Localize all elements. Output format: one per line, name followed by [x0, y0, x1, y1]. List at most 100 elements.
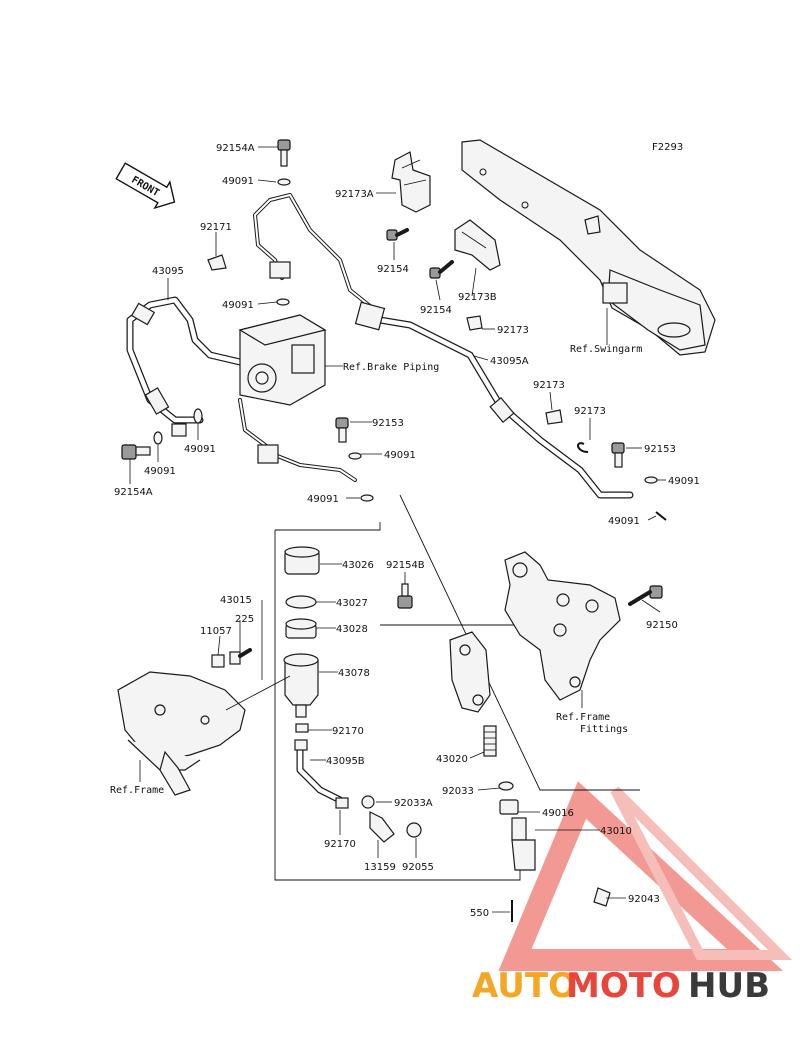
front-arrow-icon: FRONT	[115, 162, 176, 210]
label-43027: 43027	[336, 598, 368, 609]
label-225: 225	[235, 614, 254, 625]
label-92173B: 92173B	[458, 292, 497, 303]
fitting-11057	[211, 648, 252, 668]
pushrod-43020	[483, 725, 497, 757]
washer-49091-d	[193, 408, 203, 424]
label-92170-b: 92170	[324, 839, 356, 850]
brake-piping-lower	[238, 398, 357, 482]
label-92173-a: 92173	[497, 325, 529, 336]
label-92154B: 92154B	[386, 560, 425, 571]
washer-49091-f	[360, 494, 374, 502]
hose-43095B	[294, 739, 344, 804]
label-92033: 92033	[442, 786, 474, 797]
bolt-92154B	[397, 583, 413, 609]
bolt-92154-a	[386, 228, 409, 241]
washer-49091-e	[348, 452, 362, 460]
label-ref-frame-fittings-1: Ref.Frame	[556, 712, 610, 723]
label-49091-c: 49091	[384, 450, 416, 461]
brake-hose-43095	[126, 296, 244, 424]
label-ref-brake-piping: Ref.Brake Piping	[343, 362, 439, 373]
washer-49091-b	[276, 298, 290, 306]
master-cylinder-43015	[449, 631, 491, 713]
label-11057: 11057	[200, 626, 232, 637]
label-92033A: 92033A	[394, 798, 433, 809]
label-92154-a: 92154	[377, 264, 409, 275]
label-49091-b: 49091	[222, 300, 254, 311]
label-43015: 43015	[220, 595, 252, 606]
banjo-bolt-92153-b	[611, 442, 625, 468]
label-92154A-top: 92154A	[216, 143, 255, 154]
label-92171: 92171	[200, 222, 232, 233]
fitting-13159	[369, 811, 395, 843]
boot-49016	[499, 799, 519, 815]
label-92150: 92150	[646, 620, 678, 631]
label-92055: 92055	[402, 862, 434, 873]
clip-92173-b	[545, 409, 563, 425]
washer-49091-c	[153, 431, 163, 445]
banjo-bolt-92153-a	[335, 417, 349, 443]
oring-92055	[406, 822, 422, 838]
clip-92173-c	[577, 442, 589, 453]
label-ref-swingarm: Ref.Swingarm	[570, 344, 642, 355]
oring-92033	[498, 781, 514, 791]
watermark-hub: HUB	[688, 966, 770, 1006]
label-43095A: 43095A	[490, 356, 529, 367]
label-13159: 13159	[364, 862, 396, 873]
label-550: 550	[470, 908, 489, 919]
label-43028: 43028	[336, 624, 368, 635]
watermark-logo	[498, 781, 793, 971]
label-49091-g: 49091	[307, 494, 339, 505]
label-92043: 92043	[628, 894, 660, 905]
label-49091-a: 49091	[222, 176, 254, 187]
label-ref-frame-fittings-2: Fittings	[580, 724, 628, 735]
bracket-92173A	[391, 151, 431, 213]
group-frame-top	[275, 522, 381, 531]
washer-49091-h	[655, 511, 667, 521]
watermark-text: AUTO MOTO HUB	[472, 966, 770, 1006]
bolt-92154-b	[429, 260, 454, 279]
clip-92173-a	[466, 315, 483, 331]
label-92154-b: 92154	[420, 305, 452, 316]
label-92173-b: 92173	[533, 380, 565, 391]
label-43010: 43010	[600, 826, 632, 837]
clamp-92170-b	[335, 797, 349, 809]
oring-92033A	[361, 795, 375, 809]
washer-49091-g	[644, 476, 658, 484]
reservoir-43078	[283, 653, 319, 718]
bracket-92173B	[454, 219, 501, 271]
label-92170-a: 92170	[332, 726, 364, 737]
banjo-bolt-92154A-bottom	[121, 444, 151, 460]
diaphragm-43028	[285, 618, 317, 639]
bolt-92150	[628, 585, 663, 606]
clamp-92170-a	[295, 723, 309, 733]
label-92173-c: 92173	[574, 406, 606, 417]
watermark-moto: MOTO	[566, 966, 681, 1006]
leader-lines	[129, 146, 666, 913]
group-frame-diag	[399, 494, 640, 791]
diaphragm-plate-43027	[285, 595, 317, 609]
label-49091-d: 49091	[144, 466, 176, 477]
label-49091-e: 49091	[184, 444, 216, 455]
clevis-43010	[511, 817, 536, 871]
label-92173A: 92173A	[335, 189, 374, 200]
label-43026: 43026	[342, 560, 374, 571]
pin-92043	[593, 887, 611, 907]
label-49091-f: 49091	[668, 476, 700, 487]
clamp-92171	[207, 254, 227, 271]
swingarm	[461, 139, 716, 356]
watermark-auto: AUTO	[472, 966, 577, 1006]
label-43020: 43020	[436, 754, 468, 765]
diagram-code: F2293	[652, 142, 683, 153]
frame-section-left	[117, 671, 246, 796]
frame-fitting-bracket	[504, 551, 621, 701]
hose-fitting-left	[171, 423, 187, 437]
abs-unit	[238, 314, 343, 406]
label-43095: 43095	[152, 266, 184, 277]
reservoir-cap-43026	[284, 546, 320, 575]
label-43095B: 43095B	[326, 756, 365, 767]
banjo-bolt-92154A-top	[277, 139, 291, 186]
group-frame-left	[274, 530, 521, 881]
label-49091-h: 49091	[608, 516, 640, 527]
label-92153-a: 92153	[372, 418, 404, 429]
